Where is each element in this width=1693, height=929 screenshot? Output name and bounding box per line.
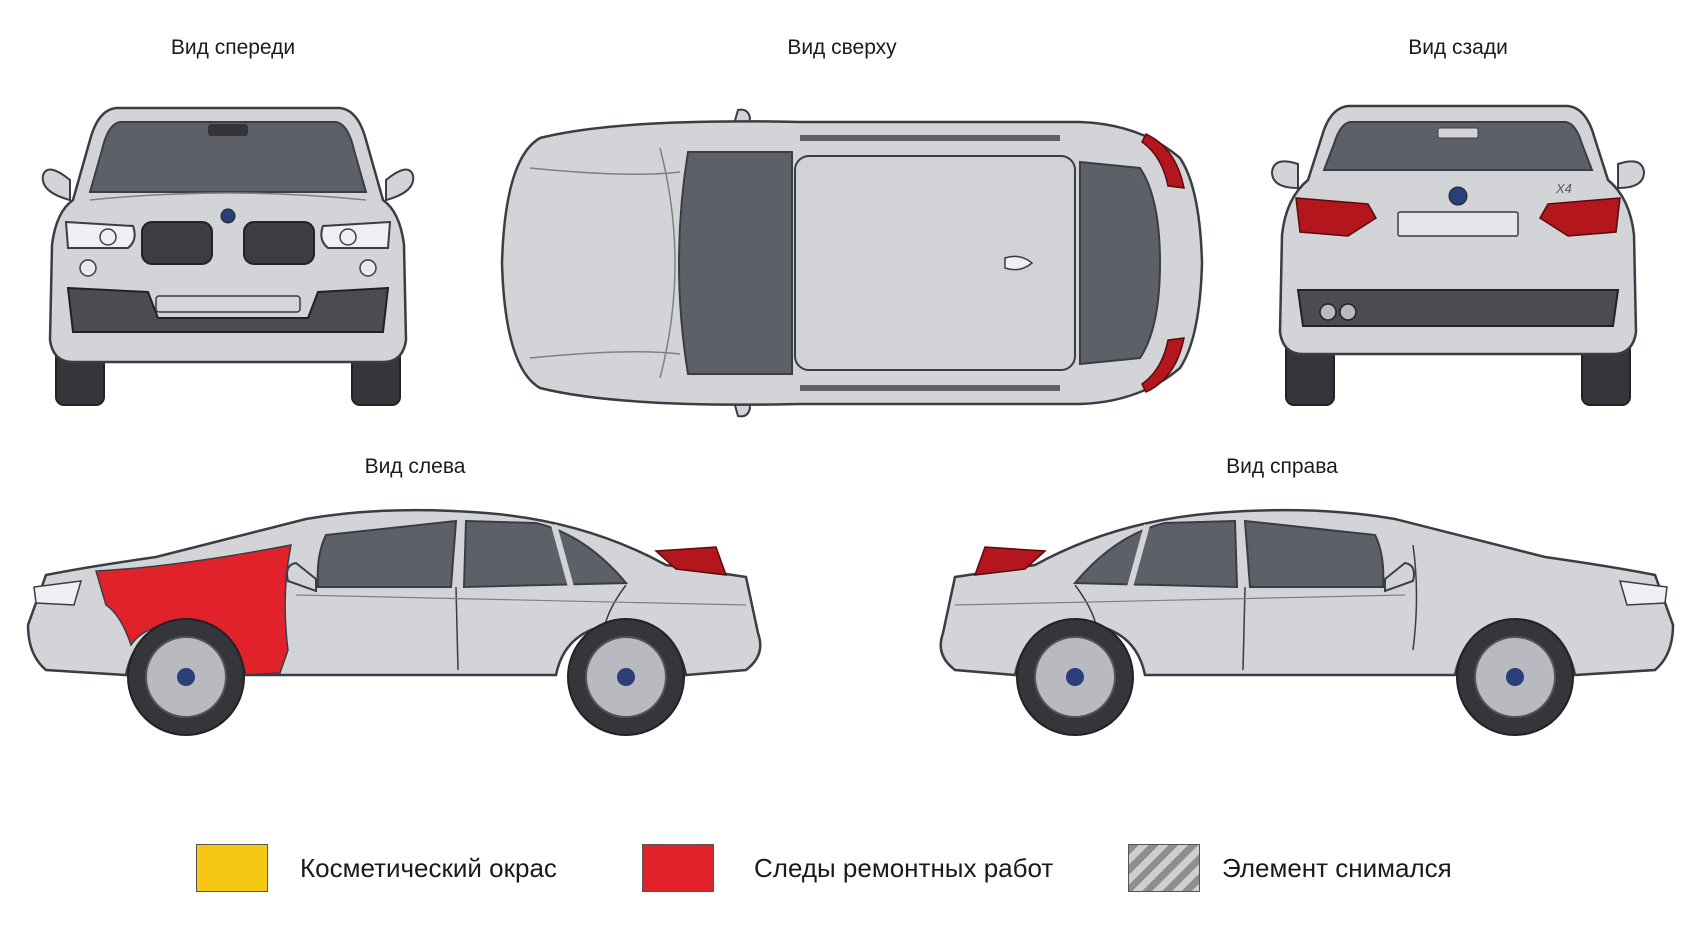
- top-roof[interactable]: [794, 155, 1076, 371]
- left-window-front[interactable]: [316, 519, 458, 588]
- rear-window[interactable]: [1322, 121, 1594, 171]
- left-headlight: [33, 580, 83, 606]
- car-rear-view[interactable]: X4: [1268, 100, 1648, 410]
- front-windshield[interactable]: [88, 121, 368, 193]
- view-label-left: Вид слева: [364, 455, 466, 478]
- rear-left-mirror[interactable]: [1270, 160, 1299, 190]
- car-left-view[interactable]: [26, 505, 796, 795]
- car-top-view[interactable]: [500, 108, 1210, 418]
- legend-label-cosmetic-paint: Косметический окрас: [300, 853, 557, 883]
- right-headlight: [1618, 580, 1668, 606]
- legend-swatch-cosmetic-paint: [196, 844, 268, 892]
- legend-label-element-removed: Элемент снимался: [1222, 853, 1452, 883]
- view-label-top: Вид сверху: [787, 36, 897, 59]
- left-window-rear[interactable]: [462, 519, 629, 589]
- right-rear-wheel: [1016, 618, 1134, 736]
- right-window-rear[interactable]: [1072, 519, 1239, 589]
- rear-right-mirror[interactable]: [1617, 160, 1646, 190]
- legend-swatch-element-removed: [1128, 844, 1200, 892]
- front-grille-right: [243, 221, 315, 265]
- rear-left-tail-light: [1295, 197, 1378, 237]
- front-left-mirror[interactable]: [41, 168, 71, 202]
- top-right-tail-light: [1141, 337, 1185, 393]
- left-front-wheel: [127, 618, 245, 736]
- rear-right-tail-light: [1538, 197, 1621, 237]
- front-grille-left: [141, 221, 213, 265]
- top-rear-window[interactable]: [1079, 160, 1162, 366]
- top-shark-fin: [1004, 255, 1034, 271]
- left-front-fender-marked[interactable]: [95, 544, 292, 676]
- left-tail-light: [654, 546, 728, 576]
- legend-label-repair-traces: Следы ремонтных работ: [754, 853, 1054, 883]
- car-front-view[interactable]: [38, 100, 418, 410]
- view-label-right: Вид справа: [1226, 455, 1338, 478]
- view-label-front: Вид спереди: [170, 36, 296, 59]
- front-lower-intake: [66, 286, 390, 333]
- rear-brand-emblem: [1448, 186, 1468, 206]
- car-right-view[interactable]: [905, 505, 1675, 795]
- right-window-front[interactable]: [1243, 519, 1385, 588]
- legend-swatch-repair-traces: [642, 844, 714, 892]
- left-side-mirror[interactable]: [286, 561, 317, 593]
- front-right-mirror[interactable]: [385, 168, 415, 202]
- right-front-wheel: [1456, 618, 1574, 736]
- rear-license-plate: [1397, 211, 1519, 237]
- right-tail-light: [973, 546, 1047, 576]
- front-brand-emblem: [220, 208, 236, 224]
- front-rearview-mirror: [208, 124, 248, 136]
- view-label-rear: Вид сзади: [1408, 36, 1508, 59]
- right-side-mirror[interactable]: [1384, 561, 1415, 593]
- rear-model-badge: X4: [1555, 181, 1572, 196]
- top-left-tail-light: [1141, 133, 1185, 189]
- left-rear-wheel: [567, 618, 685, 736]
- rear-diffuser: [1296, 289, 1620, 327]
- top-windshield[interactable]: [678, 151, 793, 375]
